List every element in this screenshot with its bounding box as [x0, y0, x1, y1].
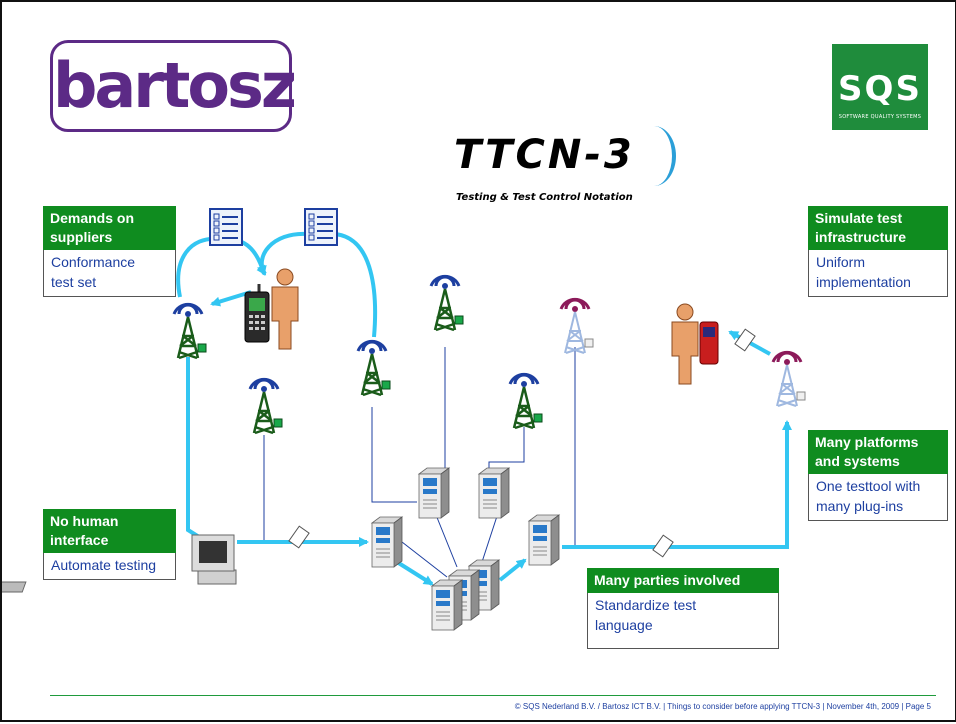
message-card-icon: [734, 328, 756, 352]
mobile-phone-icon: [699, 321, 719, 365]
message-card-icon: [652, 534, 674, 558]
server-icon: [371, 516, 403, 568]
box-title: No human interface: [43, 509, 176, 553]
ttcn3-logo-arc: [632, 126, 676, 186]
demands-on-suppliers-box: Demands on suppliers Conformance test se…: [43, 206, 176, 297]
antenna-tower-icon: [559, 297, 595, 355]
box-text: Standardize test language: [587, 593, 779, 649]
box-title: Simulate test infrastructure: [808, 206, 948, 250]
antenna-tower-icon: [771, 350, 807, 408]
antenna-tower-icon: [429, 274, 465, 332]
bartosz-logo: bartosz: [50, 40, 297, 132]
server-icon: [478, 467, 510, 519]
mobile-phone-icon: [244, 284, 270, 343]
box-text: One testtool with many plug-ins: [808, 474, 948, 521]
antenna-tower-icon: [248, 377, 284, 435]
bartosz-logo-text: bartosz: [53, 49, 297, 122]
person-icon: [271, 268, 299, 350]
many-platforms-box: Many platforms and systems One testtool …: [808, 430, 948, 521]
box-text: Uniform implementation: [808, 250, 948, 297]
sqs-logo-tagline: SOFTWARE QUALITY SYSTEMS: [838, 114, 922, 120]
server-icon: [528, 514, 560, 566]
checklist-icon: [304, 208, 338, 246]
simulate-infrastructure-box: Simulate test infrastructure Uniform imp…: [808, 206, 948, 297]
message-card-icon: [288, 525, 310, 549]
server-icon: [418, 467, 450, 519]
ttcn3-logo-subtitle: Testing & Test Control Notation: [456, 192, 633, 203]
footer-text: © SQS Nederland B.V. / Bartosz ICT B.V. …: [514, 702, 931, 711]
box-text: Automate testing: [43, 553, 176, 580]
sqs-logo-text: SQS: [838, 69, 922, 109]
box-title: Demands on suppliers: [43, 206, 176, 250]
box-title: Many parties involved: [587, 568, 779, 593]
footer-divider: [50, 695, 936, 696]
desktop-computer-icon: [2, 534, 237, 593]
antenna-tower-icon: [356, 339, 392, 397]
box-text: Conformance test set: [43, 250, 176, 297]
network-links: [263, 347, 576, 578]
person-icon: [671, 303, 699, 385]
signal-links: [176, 231, 792, 586]
antenna-tower-icon: [508, 372, 544, 430]
sqs-logo: SQS SOFTWARE QUALITY SYSTEMS: [832, 44, 928, 130]
server-icon: [431, 579, 463, 631]
many-parties-box: Many parties involved Standardize test l…: [587, 568, 779, 649]
no-human-interface-box: No human interface Automate testing: [43, 509, 176, 580]
ttcn3-logo-mark: TTCN-3: [454, 132, 635, 178]
checklist-icon: [209, 208, 243, 246]
antenna-tower-icon: [172, 302, 208, 360]
ttcn3-logo: TTCN-3 Testing & Test Control Notation: [454, 126, 694, 208]
box-title: Many platforms and systems: [808, 430, 948, 474]
